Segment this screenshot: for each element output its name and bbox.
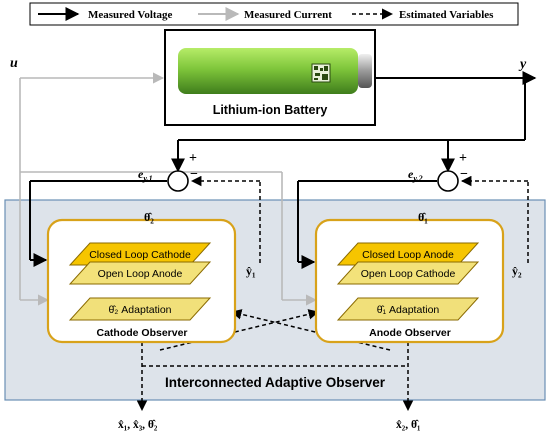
battery-terminal [358, 54, 372, 88]
y2-estimate-label: ŷ₂ [512, 264, 522, 278]
output-left-label: x̂₁, x̂₃, θ̂₂ [118, 419, 158, 431]
anode-theta1-label: θ̂₁ [418, 210, 428, 224]
anode-layer-top-label: Closed Loop Anode [362, 249, 454, 261]
minus-sign-cathode: − [190, 167, 198, 182]
voltage-signal-lines [29, 71, 537, 269]
legend-estimated-label: Estimated Variables [399, 9, 494, 21]
anode-layer-open-loop [336, 261, 480, 285]
error-ey1-label: ey,1 [138, 167, 153, 183]
anode-observer-title: Anode Observer [369, 327, 451, 339]
anode-adaptation-block [336, 297, 480, 321]
cathode-observer-title: Cathode Observer [96, 327, 187, 339]
anode-adaptation-label: θ̂₁ Adaptation [377, 304, 440, 316]
cathode-observer: θ̂₂ Closed Loop Cathode Open Loop Anode … [46, 210, 237, 344]
anode-observer: θ̂₁ Closed Loop Anode Open Loop Cathode … [314, 210, 505, 344]
cathode-adaptation-label: θ̂₂ Adaptation [108, 304, 171, 316]
legend: Measured Voltage Measured Current Estima… [29, 2, 519, 26]
battery-block: Lithium-ion Battery [164, 29, 376, 126]
plus-sign-anode: + [459, 151, 467, 166]
error-ey2-label: ey,2 [408, 167, 423, 183]
cathode-layer-open-loop [68, 261, 212, 285]
summing-junction-cathode [167, 170, 189, 192]
y1-estimate-label: ŷ₁ [246, 264, 256, 278]
cathode-adaptation-block [68, 297, 212, 321]
cathode-theta2-label: θ̂₂ [144, 210, 154, 224]
output-right-label: x̂₂, θ̂₁ [396, 419, 420, 431]
anode-layer-mid-label: Open Loop Cathode [361, 268, 456, 280]
legend-voltage-label: Measured Voltage [88, 9, 173, 21]
cathode-layer-top-label: Closed Loop Cathode [89, 249, 191, 261]
battery-cell-body [178, 48, 358, 94]
legend-current-label: Measured Current [244, 9, 332, 21]
summing-junction-anode [437, 170, 459, 192]
panel-title: Interconnected Adaptive Observer [165, 375, 386, 390]
minus-sign-anode: − [460, 167, 468, 182]
plus-sign-cathode: + [189, 151, 197, 166]
input-u-label: u [10, 56, 18, 71]
battery-label: Lithium-ion Battery [213, 103, 328, 117]
current-signal-lines [19, 72, 318, 306]
cathode-layer-mid-label: Open Loop Anode [98, 268, 183, 280]
output-y-label: y [518, 57, 527, 72]
